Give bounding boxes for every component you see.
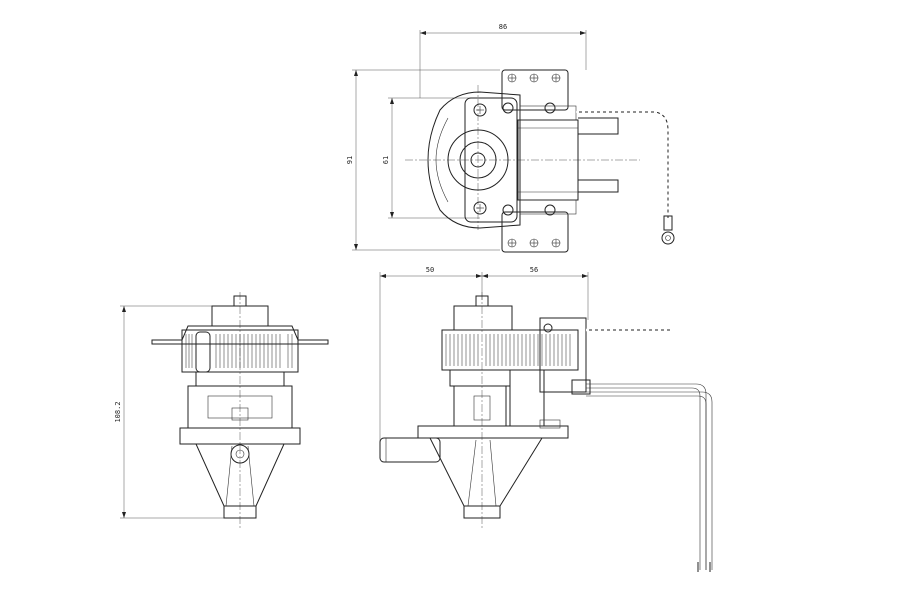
rotor-inner — [459, 141, 497, 179]
bracket-holes — [507, 73, 561, 248]
front-outlet-pipe — [379, 437, 441, 463]
dim-label-61: 61 — [382, 156, 390, 164]
ground-wire-outline — [576, 111, 669, 218]
bottom-bracket — [501, 211, 569, 253]
side-view: 108.2 — [114, 292, 329, 530]
ring-terminal — [661, 231, 675, 245]
lead-wires — [586, 383, 713, 572]
ground-wire-stripe — [576, 111, 669, 218]
terminal-bottom — [578, 179, 619, 193]
flange-screws — [473, 102, 556, 216]
dim-label-108-2: 108.2 — [114, 401, 122, 422]
terminal-top — [578, 117, 619, 135]
front-view: 50 56 — [379, 266, 713, 572]
shaft — [470, 152, 486, 168]
rotor-outer — [447, 129, 509, 191]
dim-label-50: 50 — [426, 266, 434, 274]
front-impeller-cone — [429, 437, 543, 507]
top-bracket — [501, 69, 569, 111]
dim-label-56: 56 — [530, 266, 538, 274]
motor-housing — [427, 91, 521, 229]
dim-label-86: 86 — [499, 23, 507, 31]
front-terminal-block — [539, 317, 587, 393]
top-view: 86 91 61 — [346, 23, 675, 253]
front-top-cap — [453, 305, 513, 331]
dim-label-91: 91 — [346, 156, 354, 164]
motor-flange — [464, 97, 518, 223]
ground-wire-sleeve — [663, 215, 673, 231]
